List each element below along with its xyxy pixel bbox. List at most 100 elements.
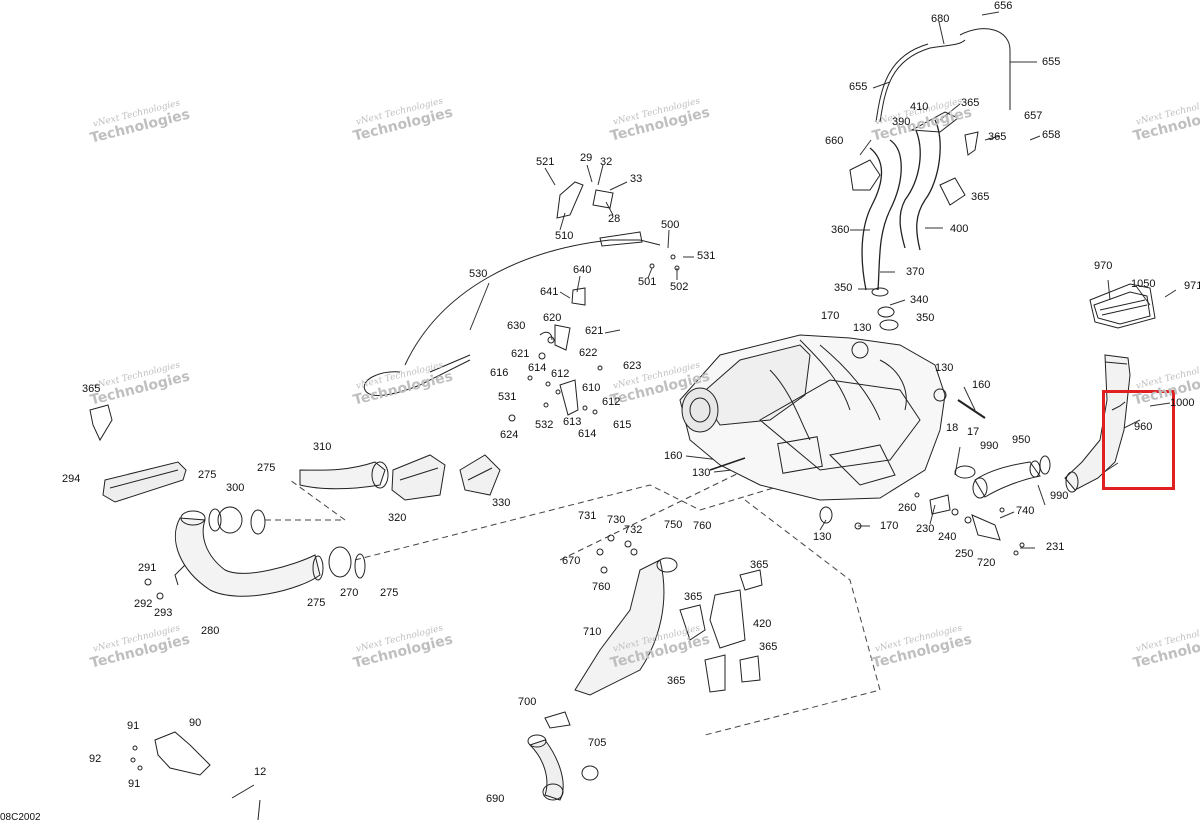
callout-350: 350	[916, 312, 935, 324]
callout-502: 502	[670, 281, 689, 293]
pipe-690-705	[527, 711, 599, 801]
callout-950: 950	[1012, 434, 1031, 446]
callout-170: 170	[821, 310, 840, 322]
lever-parts-600	[508, 254, 680, 422]
callout-17: 17	[967, 426, 980, 438]
assembly-dashed-lines	[265, 469, 881, 736]
callout-690: 690	[486, 793, 505, 805]
callout-960: 960	[1134, 421, 1153, 433]
callout-365: 365	[988, 131, 1007, 143]
callout-410: 410	[910, 101, 929, 113]
callout-275: 275	[257, 462, 276, 474]
callout-720: 720	[977, 557, 996, 569]
callout-658: 658	[1042, 129, 1061, 141]
callout-680: 680	[931, 13, 950, 25]
heat-shield-294	[89, 404, 187, 503]
callout-294: 294	[62, 473, 81, 485]
callout-1050: 1050	[1131, 278, 1156, 290]
bracket-90	[130, 731, 261, 821]
callout-28: 28	[608, 213, 621, 225]
callout-750: 750	[664, 519, 683, 531]
callout-91: 91	[128, 778, 141, 790]
callout-710: 710	[583, 626, 602, 638]
callout-990: 990	[980, 440, 999, 452]
callout-90: 90	[189, 717, 202, 729]
intake-tube-280	[144, 506, 366, 600]
callout-612: 612	[602, 396, 621, 408]
callout-623: 623	[623, 360, 642, 372]
callout-250: 250	[955, 548, 974, 560]
callout-400: 400	[950, 223, 969, 235]
callout-275: 275	[198, 469, 217, 481]
callout-614: 614	[578, 428, 597, 440]
callout-731: 731	[578, 510, 597, 522]
resonator-320-330	[391, 454, 501, 501]
callout-365: 365	[759, 641, 778, 653]
callout-291: 291	[138, 562, 157, 574]
callout-320: 320	[388, 512, 407, 524]
callout-630: 630	[507, 320, 526, 332]
callout-170: 170	[880, 520, 899, 532]
intake-duct-960	[1064, 354, 1131, 493]
callout-531: 531	[697, 250, 716, 262]
callout-360: 360	[831, 224, 850, 236]
callout-621: 621	[585, 325, 604, 337]
callout-300: 300	[226, 482, 245, 494]
callout-670: 670	[562, 555, 581, 567]
callout-614: 614	[528, 362, 547, 374]
heat-shields-365-420	[679, 569, 763, 693]
callout-740: 740	[1016, 505, 1035, 517]
engine-block	[679, 334, 986, 501]
callout-1000: 1000	[1170, 397, 1195, 409]
callout-18: 18	[946, 422, 959, 434]
callout-640: 640	[573, 264, 592, 276]
callout-970: 970	[1094, 260, 1113, 272]
brackets-230-720	[819, 492, 1025, 556]
bellows-950	[954, 455, 1051, 499]
callout-615: 615	[613, 419, 632, 431]
callout-420: 420	[753, 618, 772, 630]
callout-624: 624	[500, 429, 519, 441]
exhaust-pipes-360-400	[849, 111, 979, 331]
callout-240: 240	[938, 531, 957, 543]
callout-231: 231	[1046, 541, 1065, 553]
callout-660: 660	[825, 135, 844, 147]
callout-33: 33	[630, 173, 643, 185]
figure-reference: 08C2002	[0, 812, 41, 823]
callout-92: 92	[89, 753, 102, 765]
callout-230: 230	[916, 523, 935, 535]
callout-12: 12	[254, 766, 267, 778]
callout-510: 510	[555, 230, 574, 242]
callout-620: 620	[543, 312, 562, 324]
callout-730: 730	[607, 514, 626, 526]
callout-612: 612	[551, 368, 570, 380]
callout-130: 130	[813, 531, 832, 543]
callout-365: 365	[684, 591, 703, 603]
callout-990: 990	[1050, 490, 1069, 502]
callout-705: 705	[588, 737, 607, 749]
callout-292: 292	[134, 598, 153, 610]
callout-160: 160	[972, 379, 991, 391]
callout-270: 270	[340, 587, 359, 599]
callout-760: 760	[693, 520, 712, 532]
callout-760: 760	[592, 581, 611, 593]
callout-275: 275	[307, 597, 326, 609]
throttle-cable-530	[363, 231, 661, 396]
callout-29: 29	[580, 152, 593, 164]
callout-32: 32	[600, 156, 613, 168]
callout-622: 622	[579, 347, 598, 359]
callout-365: 365	[82, 383, 101, 395]
callout-657: 657	[1024, 110, 1043, 122]
callout-530: 530	[469, 268, 488, 280]
callout-340: 340	[910, 294, 929, 306]
callout-971: 971	[1184, 280, 1200, 292]
bracket-510	[556, 181, 614, 219]
air-intake-box-970	[1089, 283, 1156, 329]
upper-hoses-655	[875, 28, 1011, 123]
highlight-box	[1102, 390, 1175, 490]
callout-365: 365	[667, 675, 686, 687]
callout-260: 260	[898, 502, 917, 514]
callout-532: 532	[535, 419, 554, 431]
